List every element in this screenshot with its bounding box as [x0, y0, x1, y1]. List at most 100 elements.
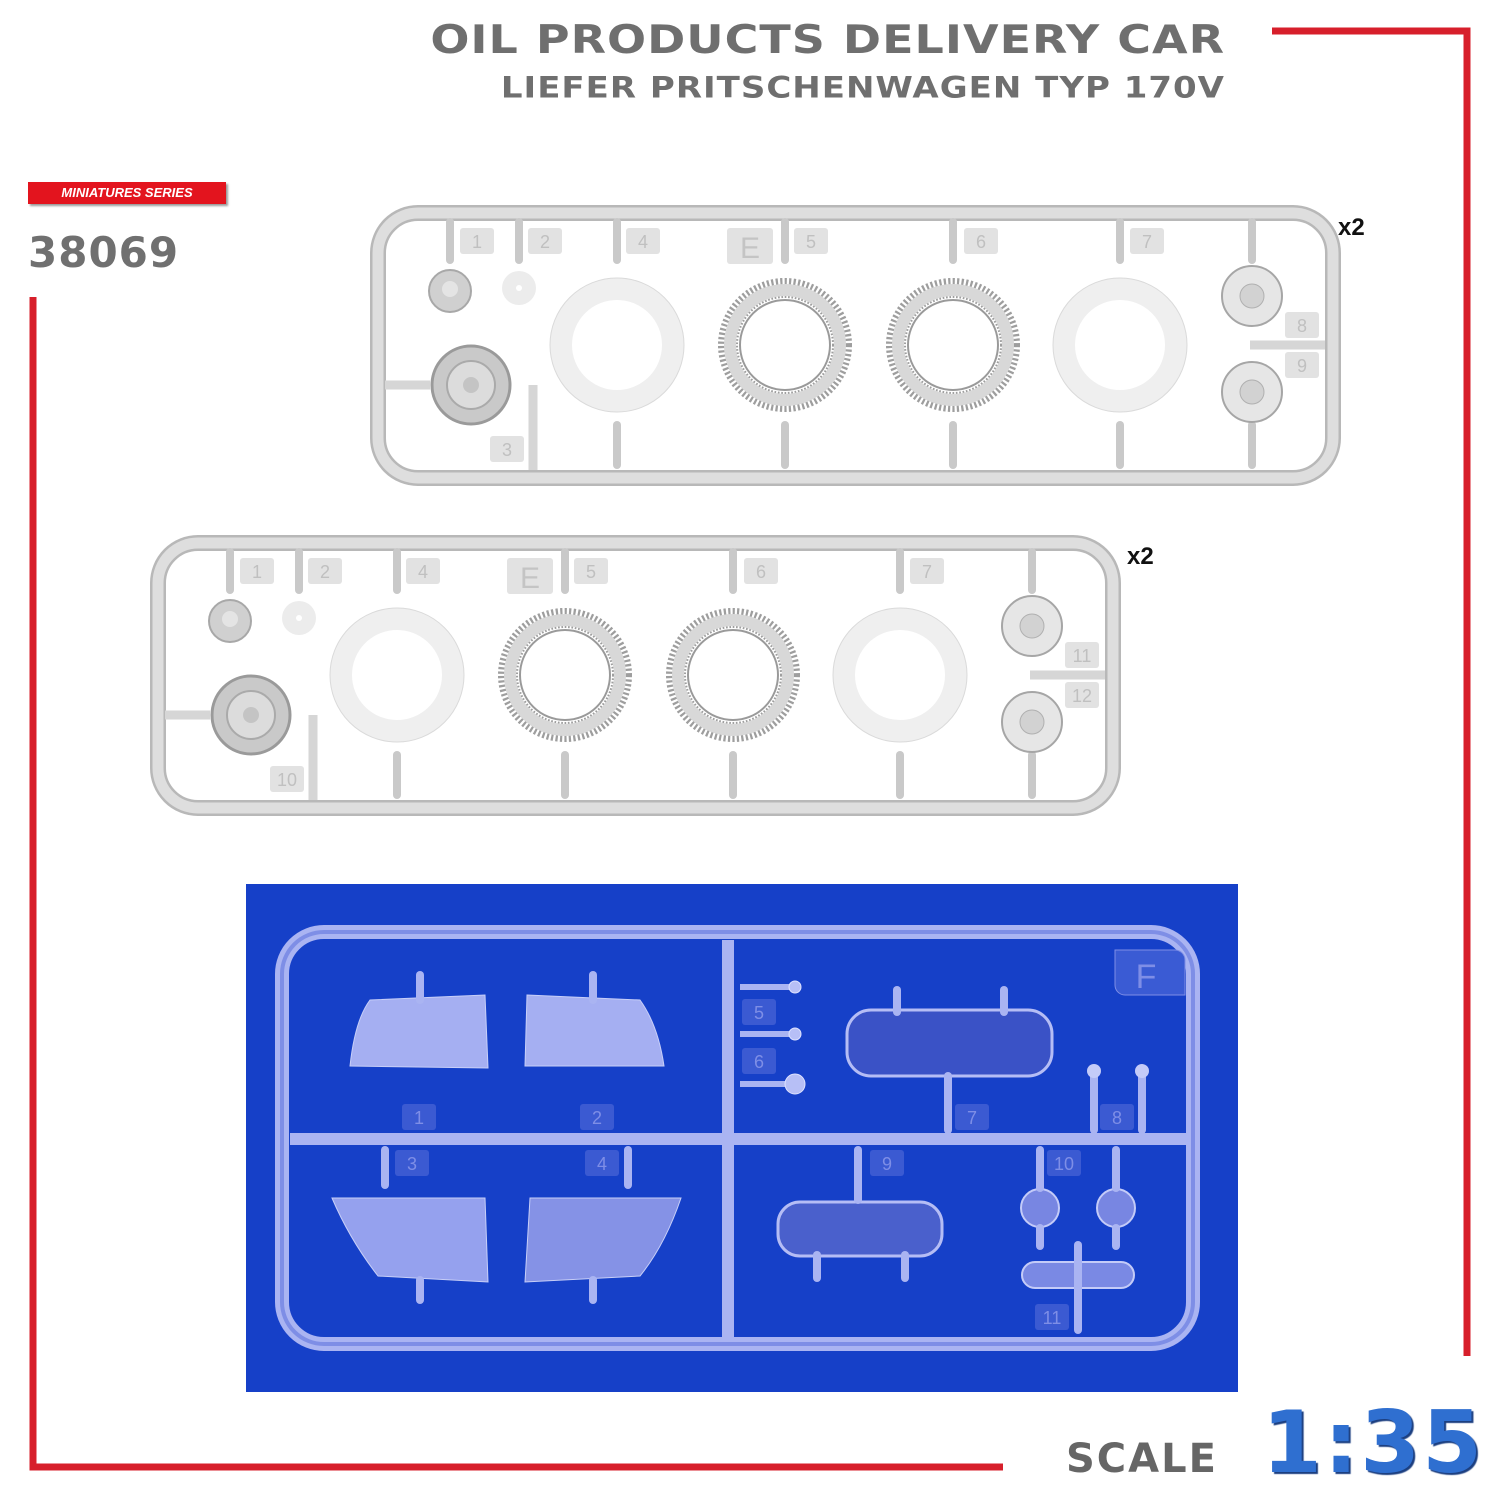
part-number-tab: [744, 558, 778, 584]
part-number: 1: [472, 232, 482, 252]
sprue-letter: E: [740, 232, 760, 265]
indicator-lens-part: [1020, 1188, 1060, 1228]
part-number-tab: [308, 558, 342, 584]
hub-cap-center: [442, 281, 458, 297]
part-number-tab: [585, 1150, 619, 1176]
hub-disc-center: [1239, 379, 1265, 405]
part-number-tab: [955, 1104, 989, 1130]
tire-part: [892, 284, 1014, 406]
part-number-tab: [1065, 642, 1099, 668]
sprue-gate-knob: [1135, 1064, 1149, 1078]
part-number: 9: [1297, 356, 1307, 376]
part-number-tab: [1065, 682, 1099, 708]
part-number: 3: [407, 1154, 417, 1174]
part-number-tab: [580, 1104, 614, 1130]
wheel-rim-edge: [549, 277, 685, 413]
sprue-e-bottom-multiplier: x2: [1127, 543, 1154, 570]
wheel-rim-edge: [832, 607, 968, 743]
part-number: 2: [540, 232, 550, 252]
indicator-lens-part: [1096, 1188, 1136, 1228]
sprue-letter-tab: [1114, 949, 1186, 996]
part-number: 7: [1142, 232, 1152, 252]
hub-disc-center: [1019, 709, 1045, 735]
series-badge: MINIATURES SERIES: [28, 182, 226, 204]
part-number: 6: [976, 232, 986, 252]
part-number-tab: [1285, 312, 1319, 338]
part-number-tab: [1285, 352, 1319, 378]
washer-hole: [516, 285, 522, 291]
part-number-tab: [1035, 1304, 1069, 1330]
part-number: 3: [502, 440, 512, 460]
red-frame: [29, 27, 1471, 1471]
small-lens-part: [788, 1027, 802, 1041]
scale-value: 1:35: [1262, 1393, 1484, 1493]
hub-disc-center: [1239, 283, 1265, 309]
part-number: 10: [1054, 1154, 1074, 1174]
part-number-tab: [742, 999, 776, 1025]
part-number: 1: [252, 562, 262, 582]
part-number-tab: [395, 1150, 429, 1176]
part-number-tab: [270, 766, 304, 792]
part-number-tab: [402, 1104, 436, 1130]
lens-part-2: [524, 994, 665, 1067]
part-number: 11: [1073, 646, 1092, 666]
part-number-tab: [460, 228, 494, 254]
part-number: 6: [756, 562, 766, 582]
part-number-tab: [626, 228, 660, 254]
sprue-gate-knob: [1087, 1064, 1101, 1078]
lens-part-1: [349, 994, 489, 1069]
wheel-rim-ring: [833, 608, 967, 742]
part-number-tab: [794, 228, 828, 254]
part-number: 2: [320, 562, 330, 582]
wheel-rim-ring: [550, 278, 684, 412]
sprue-letter-tab: [727, 228, 773, 264]
part-number-tab: [490, 436, 524, 462]
wheel-rim-edge: [1052, 277, 1188, 413]
sprue-letter-tab: [507, 558, 553, 594]
part-number-tab: [870, 1150, 904, 1176]
page-subtitle: LIEFER PRITSCHENWAGEN TYP 170V: [500, 71, 1225, 106]
part-number: 9: [882, 1154, 892, 1174]
part-number: 4: [418, 562, 428, 582]
part-number-tab: [240, 558, 274, 584]
wheel-hub-center: [463, 377, 479, 393]
sprue-frame: [372, 207, 1339, 484]
part-number-tab: [742, 1048, 776, 1074]
wheel-rim-edge: [329, 607, 465, 743]
part-number: 2: [592, 1108, 602, 1128]
part-number-tab: [574, 558, 608, 584]
rear-window-part: [776, 1200, 944, 1258]
wheel-hub-center: [243, 707, 259, 723]
washer-hole: [296, 615, 302, 621]
wheel-rim-ring: [330, 608, 464, 742]
part-number: 6: [754, 1052, 764, 1072]
part-number: 7: [967, 1108, 977, 1128]
tire-part: [724, 284, 846, 406]
part-number: 4: [638, 232, 648, 252]
sprue-letter: E: [520, 562, 540, 595]
part-number-tab: [528, 228, 562, 254]
hub-cap-center: [222, 611, 238, 627]
windshield-part: [845, 1008, 1054, 1078]
part-number-tab: [406, 558, 440, 584]
wheel-rim-ring: [1053, 278, 1187, 412]
tire-part: [672, 614, 794, 736]
part-number: 8: [1297, 316, 1307, 336]
part-number: 10: [277, 770, 297, 790]
tire-part: [504, 614, 626, 736]
scale-label: SCALE: [1066, 1436, 1218, 1482]
sprue-letter: F: [1136, 958, 1157, 996]
part-number-tab: [910, 558, 944, 584]
small-lens-part: [788, 980, 802, 994]
part-number: 7: [922, 562, 932, 582]
part-number: 5: [754, 1003, 764, 1023]
tire-inner-edge: [907, 299, 999, 391]
part-number-tab: [1100, 1104, 1134, 1130]
sprue-frame: [152, 537, 1119, 814]
page-title: OIL PRODUCTS DELIVERY CAR: [430, 16, 1225, 63]
